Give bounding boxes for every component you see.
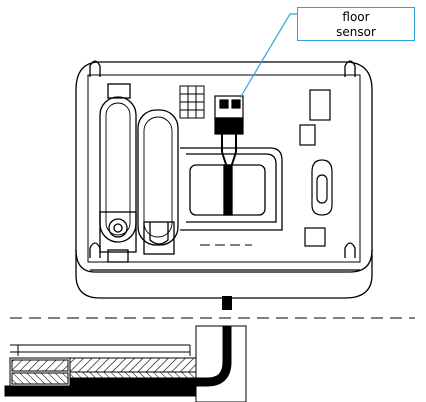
sensor-cable-vertical [222,296,232,310]
callout-line-1: floor [342,10,370,24]
battery-cells [99,83,179,263]
floor-layers [4,344,197,397]
pin-header [179,85,205,119]
sensor-cable-curve [70,326,232,387]
sensor-terminal-block [214,95,244,173]
right-side-parts [299,89,333,247]
callout-line-2: sensor [336,25,376,39]
callout-leader-line [239,13,297,99]
inner-tray [180,147,283,231]
conduit-box [195,325,247,402]
floor-sensor-callout: floor sensor [297,7,415,41]
